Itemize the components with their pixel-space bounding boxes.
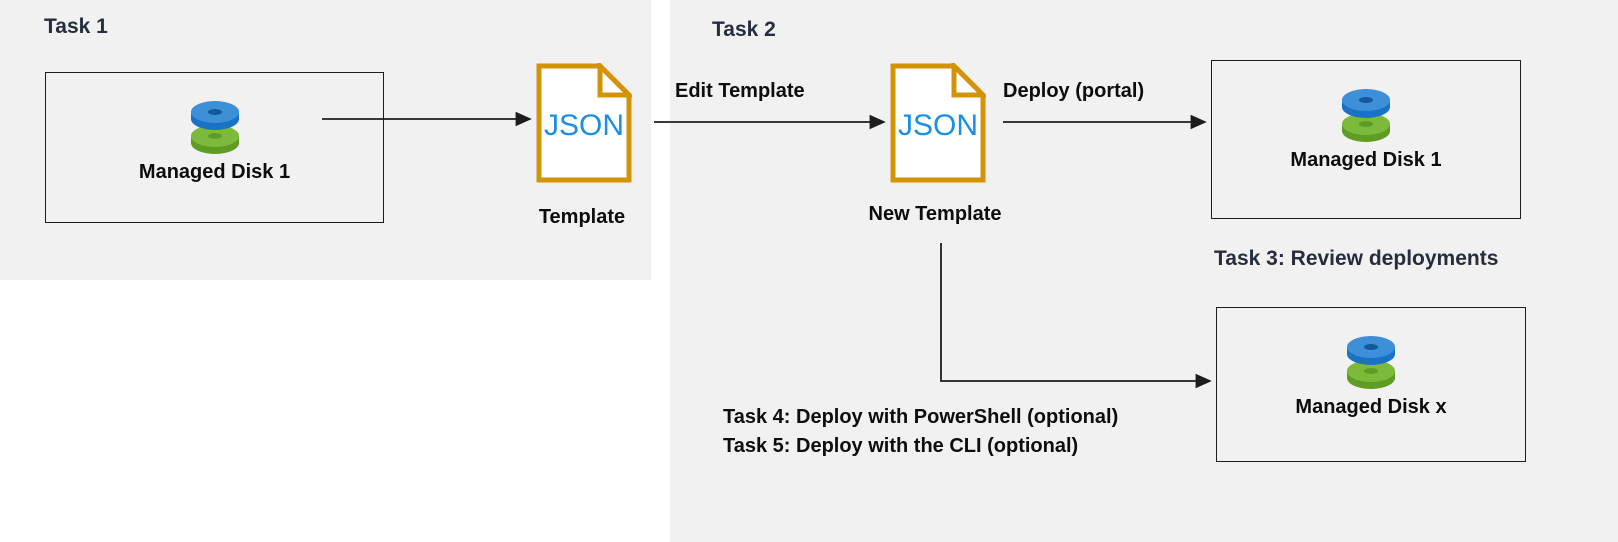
managed-disk-icon (190, 101, 239, 154)
template-json-icon: JSON (536, 59, 636, 188)
managed-disk-1-content-result: Managed Disk 1 (1212, 83, 1520, 172)
task3-heading: Task 3: Review deployments (1214, 247, 1499, 270)
new-template-json-icon: JSON (890, 59, 990, 188)
template-json-text: JSON (544, 109, 624, 142)
task1-heading: Task 1 (44, 15, 108, 38)
managed-disk-icon (1342, 89, 1390, 142)
edit-template-label: Edit Template (675, 80, 805, 102)
new-template-json-text: JSON (898, 109, 978, 142)
managed-disk-x-box: Managed Disk x (1216, 307, 1526, 462)
managed-disk-1-box-result: Managed Disk 1 (1211, 60, 1521, 219)
template-caption: Template (538, 206, 626, 228)
managed-disk-1-label-result: Managed Disk 1 (1290, 149, 1442, 171)
task2-heading: Task 2 (712, 18, 776, 41)
managed-disk-1-content-source: Managed Disk 1 (46, 95, 383, 184)
managed-disk-1-label-source: Managed Disk 1 (138, 161, 291, 183)
task4-note: Task 4: Deploy with PowerShell (optional… (723, 406, 1119, 428)
optional-tasks-notes: Task 4: Deploy with PowerShell (optional… (723, 403, 1118, 461)
deploy-portal-label: Deploy (portal) (1003, 80, 1145, 102)
managed-disk-x-label: Managed Disk x (1295, 396, 1447, 418)
task5-note: Task 5: Deploy with the CLI (optional) (723, 435, 1079, 457)
managed-disk-1-box-source: Managed Disk 1 (45, 72, 384, 223)
new-template-caption: New Template (868, 203, 1002, 225)
managed-disk-icon (1347, 336, 1395, 389)
managed-disk-x-content: Managed Disk x (1217, 330, 1525, 419)
